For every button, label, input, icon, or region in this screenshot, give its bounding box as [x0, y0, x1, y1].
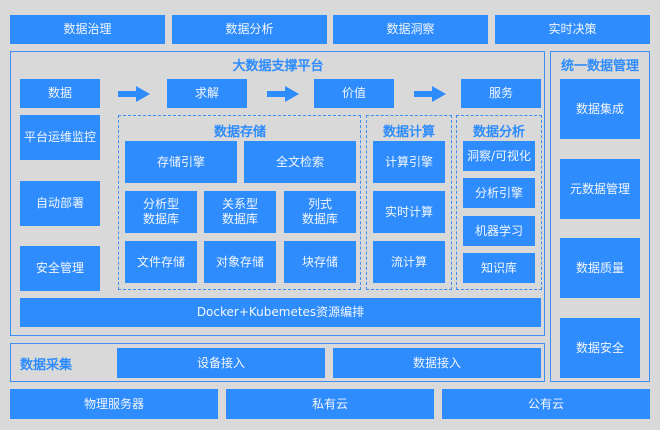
top-box-data-analysis: 数据分析 [172, 15, 327, 44]
flow-value: 价值 [314, 79, 394, 108]
knowledge-base: 知识库 [463, 253, 535, 283]
compute-title: 数据计算 [382, 125, 435, 140]
full-text-search: 全文检索 [244, 141, 356, 183]
insight-visualization: 洞察/可视化 [463, 141, 535, 171]
compute-engine: 计算引擎 [373, 141, 445, 183]
management-title: 统一数据管理 [560, 59, 639, 74]
metadata-management: 元数据管理 [560, 159, 640, 219]
arrow-right-icon [414, 86, 446, 102]
collection-frame [10, 343, 545, 382]
machine-learning: 机器学习 [463, 216, 535, 246]
top-box-data-governance: 数据治理 [10, 15, 165, 44]
auto-deploy: 自动部署 [20, 181, 100, 226]
collection-title: 数据采集 [20, 358, 73, 373]
public-cloud: 公有云 [442, 389, 650, 419]
storage-group [118, 115, 361, 290]
analysis-engine: 分析引擎 [463, 178, 535, 208]
analysis-title: 数据分析 [472, 125, 525, 140]
orchestration-bar: Docker+Kubemetes资源编排 [20, 298, 541, 327]
private-cloud: 私有云 [226, 389, 434, 419]
file-storage: 文件存储 [125, 241, 197, 283]
relational-database: 关系型 数据库 [204, 191, 276, 233]
top-box-data-insight: 数据洞察 [333, 15, 488, 44]
analytic-database: 分析型 数据库 [125, 191, 197, 233]
object-storage: 对象存储 [204, 241, 276, 283]
physical-servers: 物理服务器 [10, 389, 218, 419]
device-access: 设备接入 [117, 348, 325, 378]
storage-engine: 存储引擎 [125, 141, 237, 183]
flow-service: 服务 [461, 79, 541, 108]
security-management: 安全管理 [20, 246, 100, 291]
analysis-group [456, 115, 542, 290]
block-storage: 块存储 [284, 241, 356, 283]
data-integration: 数据集成 [560, 79, 640, 139]
columnar-database: 列式 数据库 [284, 191, 356, 233]
flow-data: 数据 [20, 79, 100, 108]
arrow-right-icon [118, 86, 150, 102]
data-access: 数据接入 [333, 348, 541, 378]
compute-group [366, 115, 452, 290]
management-frame [550, 51, 650, 382]
flow-solve: 求解 [167, 79, 247, 108]
platform-title: 大数据支撑平台 [232, 59, 324, 74]
ops-monitoring: 平台运维监控 [20, 115, 100, 160]
storage-title: 数据存储 [213, 125, 266, 140]
arrow-right-icon [267, 86, 299, 102]
data-security: 数据安全 [560, 318, 640, 378]
realtime-compute: 实时计算 [373, 191, 445, 233]
stream-compute: 流计算 [373, 241, 445, 283]
top-box-realtime-decision: 实时决策 [495, 15, 650, 44]
platform-frame [10, 51, 545, 336]
data-quality: 数据质量 [560, 238, 640, 298]
